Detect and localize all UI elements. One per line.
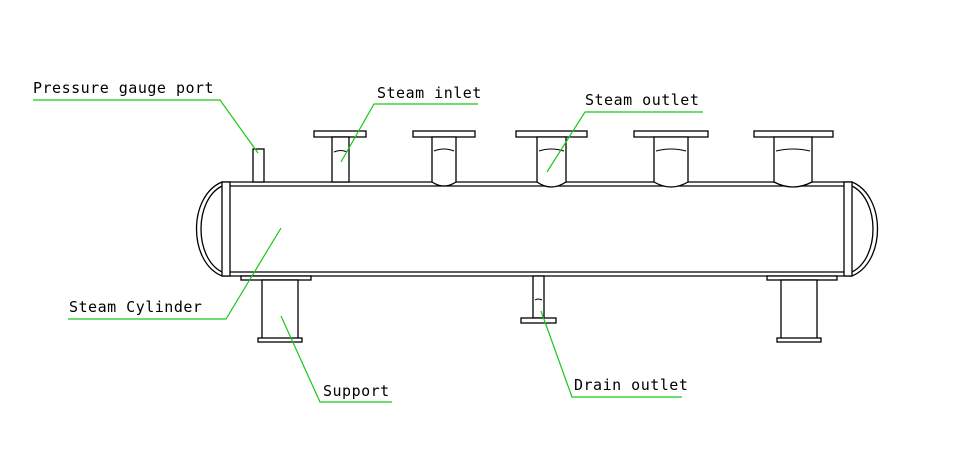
steam-outlet-nozzle-4 [753,130,834,188]
leader-steam-inlet [340,103,478,163]
label-pressure-gauge-port: Pressure gauge port [33,79,214,97]
support-right [766,275,838,343]
steam-outlet-nozzle-3 [633,130,709,188]
steam-cylinder [195,181,879,277]
leader-pressure-gauge-port [33,99,259,154]
steam-outlet-nozzle-2 [515,130,588,188]
label-drain-outlet: Drain outlet [574,376,688,394]
pressure-gauge-port [252,148,265,183]
leader-support [280,315,392,403]
label-steam-inlet: Steam inlet [377,84,482,102]
label-support: Support [323,382,390,400]
steam-outlet-nozzle-1 [412,130,476,187]
steam-inlet-nozzle [313,130,367,183]
drain-outlet [520,275,557,324]
label-steam-outlet: Steam outlet [585,91,699,109]
label-steam-cylinder: Steam Cylinder [69,298,202,316]
leader-steam-outlet [546,111,703,173]
leader-steam-cylinder [68,227,282,320]
leader-drain-outlet [540,310,682,398]
leader-lines [33,99,703,403]
support-left [240,275,312,343]
